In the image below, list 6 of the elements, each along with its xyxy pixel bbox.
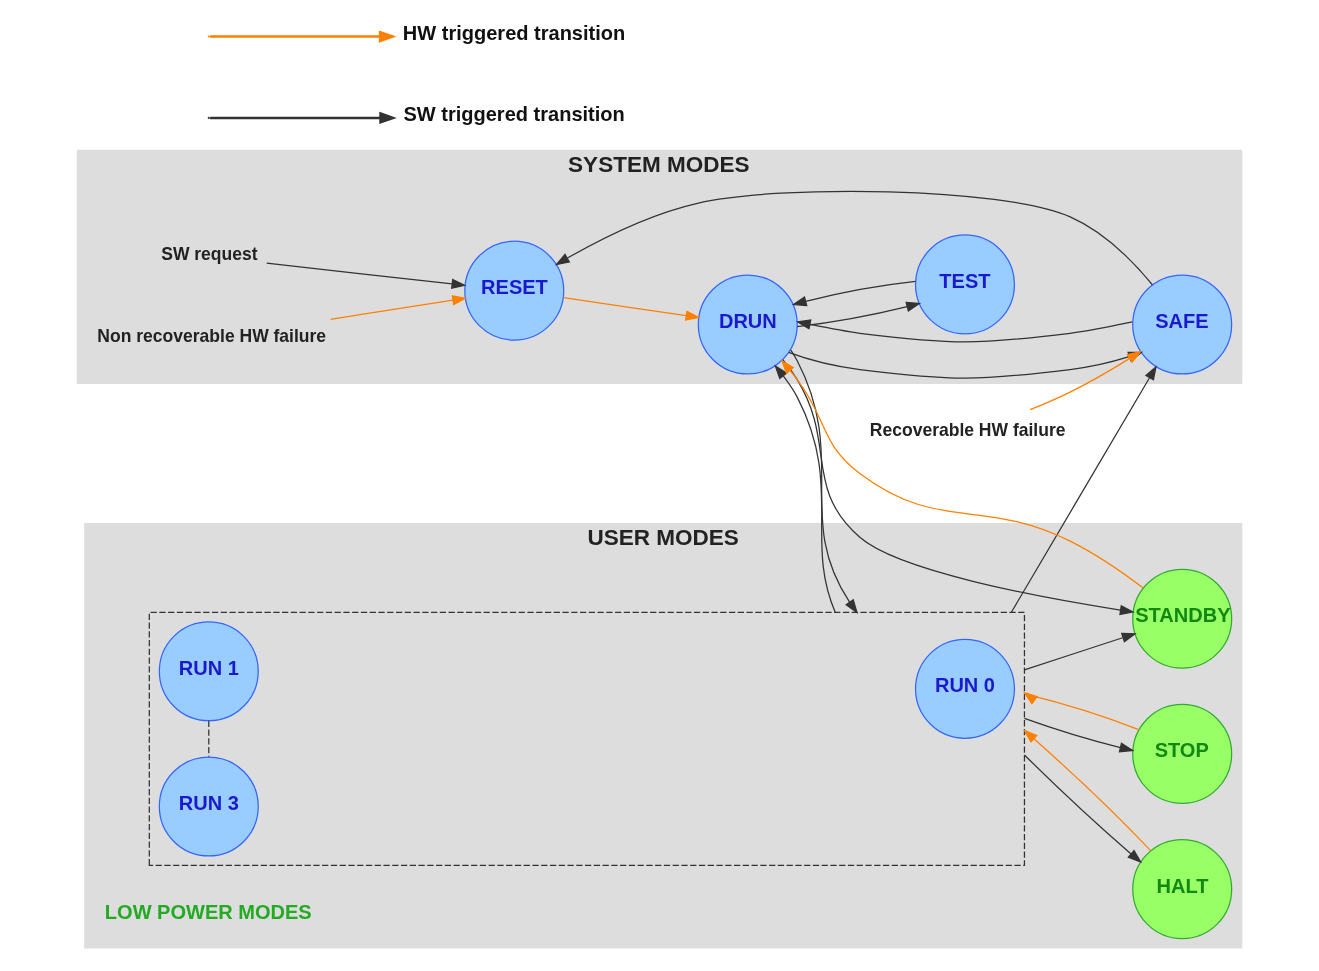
node-text: Recoverable HW failure xyxy=(869,419,1066,440)
node-text: SW request xyxy=(161,243,258,264)
legend-label: HW triggered transition xyxy=(402,21,626,44)
node-text: Non recoverable HW failure xyxy=(97,325,327,346)
label: LOW POWER MODES xyxy=(104,900,312,923)
legend-label: SW triggered transition xyxy=(403,102,625,125)
